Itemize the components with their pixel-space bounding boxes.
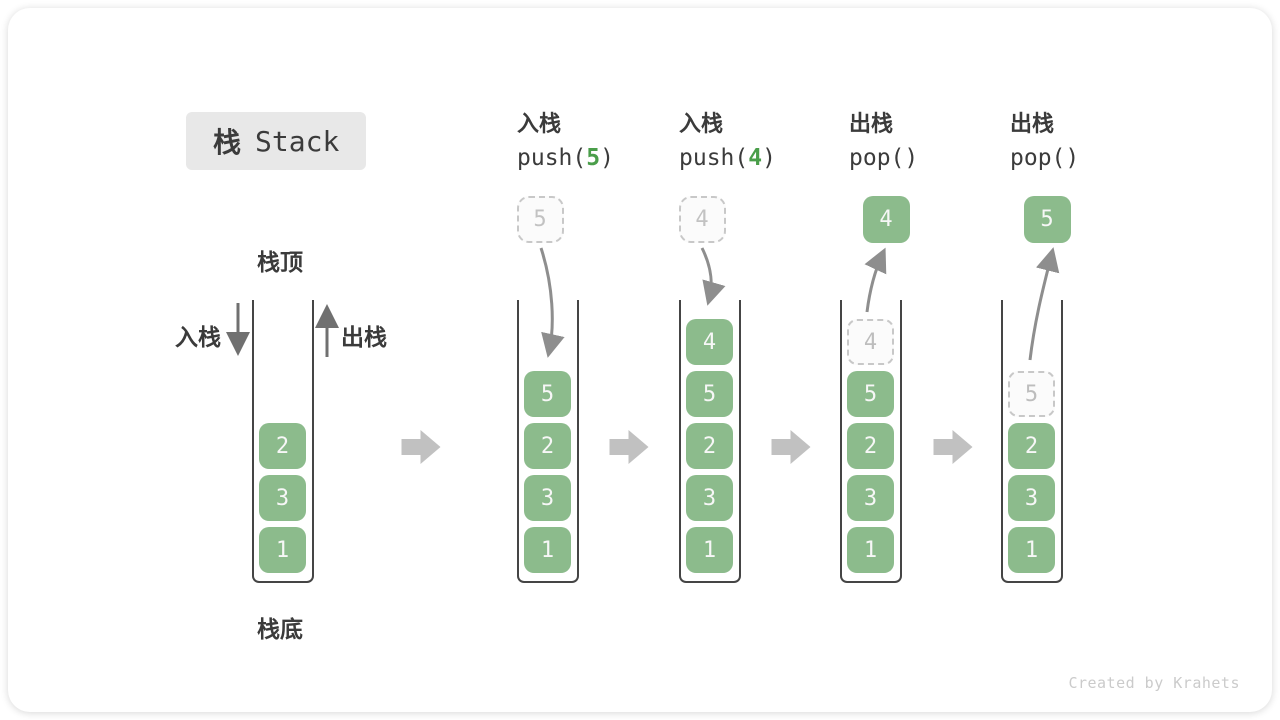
stack-cell: 2 bbox=[847, 423, 894, 469]
op-action: 入栈 bbox=[679, 111, 724, 136]
stack-cell-removed: 5 bbox=[1008, 371, 1055, 417]
label-pop-side: 出栈 bbox=[341, 324, 387, 350]
stack-cell: 1 bbox=[524, 527, 571, 573]
op-code-text: ) bbox=[762, 145, 776, 171]
stack-cell: 3 bbox=[686, 475, 733, 521]
op-action: 入栈 bbox=[517, 111, 562, 136]
operation-caption-pop1: 出栈 pop() bbox=[849, 106, 1009, 171]
title-en: Stack bbox=[255, 124, 340, 158]
stack-1: 2 3 1 bbox=[252, 300, 314, 583]
op-code: push(4) bbox=[679, 145, 839, 171]
stack-cell: 3 bbox=[259, 475, 306, 521]
stack-cell: 1 bbox=[847, 527, 894, 573]
op-code-text: push( bbox=[679, 145, 749, 171]
watermark: Created by Krahets bbox=[1068, 674, 1240, 692]
popped-value-box: 4 bbox=[862, 196, 910, 243]
op-code-text: pop() bbox=[1010, 145, 1080, 171]
incoming-value-box: 5 bbox=[516, 196, 564, 243]
popped-value-box: 5 bbox=[1023, 196, 1071, 243]
operation-caption-pop2: 出栈 pop() bbox=[1010, 106, 1170, 171]
op-code-text: pop() bbox=[849, 145, 919, 171]
title-zh: 栈 bbox=[213, 127, 242, 158]
stack-3: 4 5 2 3 1 bbox=[679, 300, 741, 583]
op-action: 出栈 bbox=[849, 111, 894, 136]
stack-cell: 2 bbox=[259, 423, 306, 469]
stack-cell: 3 bbox=[1008, 475, 1055, 521]
label-stack-top: 栈顶 bbox=[257, 249, 303, 275]
incoming-value-box: 4 bbox=[678, 196, 726, 243]
op-code-arg: 4 bbox=[748, 145, 763, 171]
label-stack-bottom: 栈底 bbox=[257, 616, 303, 642]
stack-4: 4 5 2 3 1 bbox=[840, 300, 902, 583]
diagram-title: 栈 Stack bbox=[186, 112, 367, 170]
stack-cell: 3 bbox=[524, 475, 571, 521]
stack-cell: 1 bbox=[686, 527, 733, 573]
stack-cell-removed: 4 bbox=[847, 319, 894, 365]
op-code: pop() bbox=[1010, 145, 1170, 171]
stack-cell: 3 bbox=[847, 475, 894, 521]
op-code-text: push( bbox=[517, 145, 587, 171]
stack-cell: 1 bbox=[259, 527, 306, 573]
label-push-side: 入栈 bbox=[175, 324, 221, 350]
stack-cell: 5 bbox=[686, 371, 733, 417]
operation-caption-push5: 入栈 push(5) bbox=[517, 106, 677, 171]
operation-caption-push4: 入栈 push(4) bbox=[679, 106, 839, 171]
stack-5: 5 2 3 1 bbox=[1001, 300, 1063, 583]
stack-cell: 1 bbox=[1008, 527, 1055, 573]
stack-cell: 2 bbox=[524, 423, 571, 469]
stack-cell: 5 bbox=[847, 371, 894, 417]
stack-cell: 5 bbox=[524, 371, 571, 417]
op-code-text: ) bbox=[600, 145, 614, 171]
op-code: push(5) bbox=[517, 145, 677, 171]
op-code-arg: 5 bbox=[586, 145, 601, 171]
stack-cell: 4 bbox=[686, 319, 733, 365]
op-code: pop() bbox=[849, 145, 1009, 171]
stack-cell: 2 bbox=[1008, 423, 1055, 469]
stack-cell: 2 bbox=[686, 423, 733, 469]
op-action: 出栈 bbox=[1010, 111, 1055, 136]
stack-2: 5 2 3 1 bbox=[517, 300, 579, 583]
